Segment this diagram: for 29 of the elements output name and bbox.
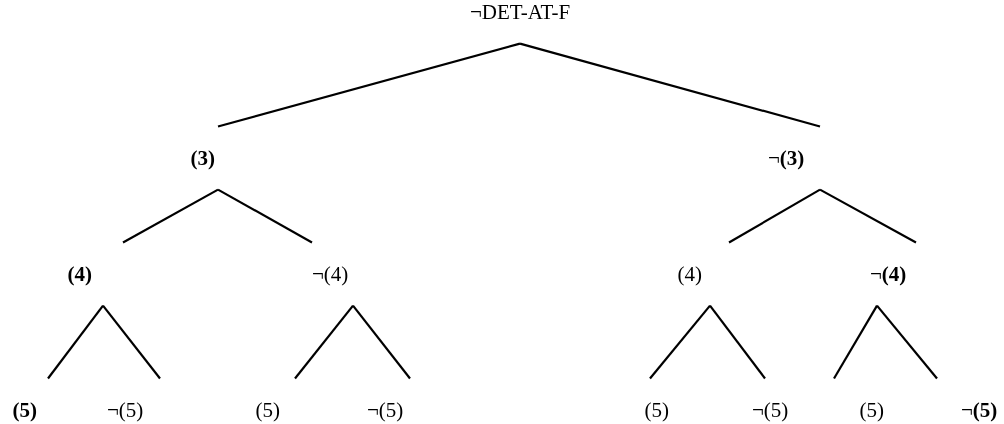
tree-node-label: ¬(5) bbox=[107, 378, 165, 422]
tree-branch-line bbox=[833, 305, 878, 380]
tree-branch-line bbox=[649, 304, 711, 380]
tree-node-label: (5) bbox=[12, 378, 52, 422]
tree-branch-line bbox=[876, 304, 938, 380]
tree-node-label: ¬(5) bbox=[933, 378, 998, 422]
tree-branch-line bbox=[819, 188, 917, 244]
tree-branch-line bbox=[709, 304, 766, 380]
tree-branch-line bbox=[102, 304, 161, 380]
tree-branch-line bbox=[728, 188, 821, 244]
tree-node-label: ¬(5) bbox=[367, 378, 415, 422]
tree-node-label: ¬(3) bbox=[768, 126, 825, 190]
tree-node-label: ¬(4) bbox=[870, 242, 921, 306]
tree-node-label: (5) bbox=[644, 378, 669, 422]
tree-branch-line bbox=[352, 304, 411, 380]
tree-node-label: (3) bbox=[190, 126, 222, 190]
tree-branch-line bbox=[519, 42, 821, 128]
tree-node-label: (5) bbox=[829, 378, 884, 422]
tree-branch-line bbox=[47, 304, 104, 380]
tree-branch-line bbox=[122, 188, 219, 244]
tree-branch-line bbox=[217, 42, 521, 128]
tree-node-label: (4) bbox=[67, 242, 127, 306]
tree-node-label: ¬(5) bbox=[752, 378, 789, 422]
tree-branch-line bbox=[294, 304, 354, 380]
tree-node-label: ¬(4) bbox=[308, 242, 349, 306]
tree-node-label: ¬DET-AT-F bbox=[470, 0, 571, 44]
tree-node-label: (5) bbox=[255, 378, 299, 422]
tree-node-label: (4) bbox=[677, 242, 733, 306]
tree-branch-line bbox=[217, 188, 313, 244]
